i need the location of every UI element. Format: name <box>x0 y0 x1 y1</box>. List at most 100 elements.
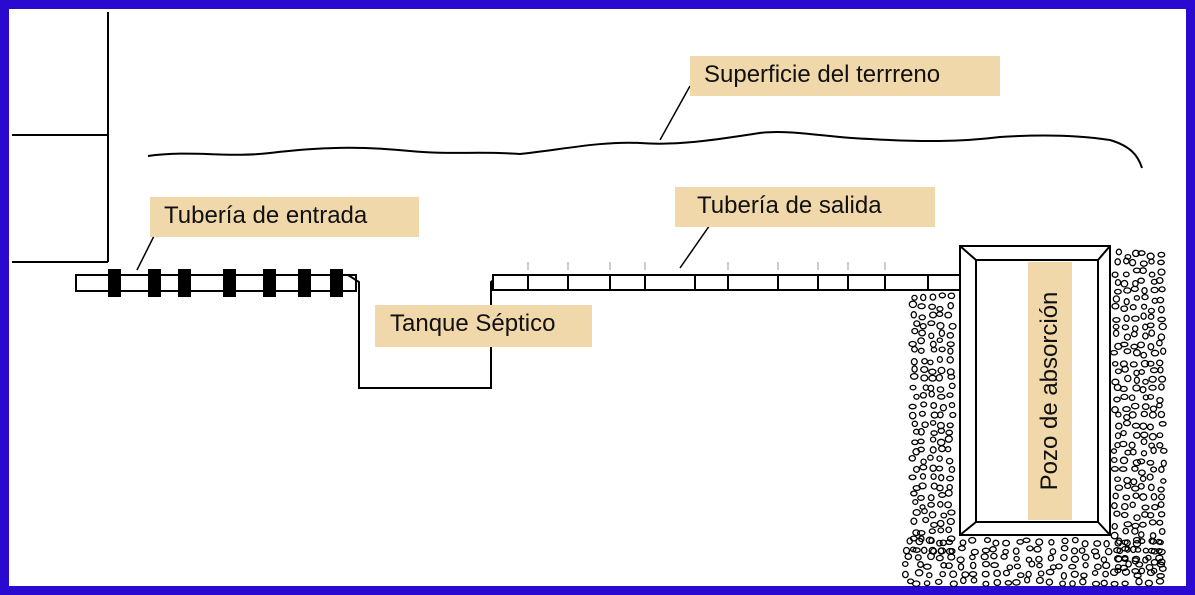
gravel-pebble <box>1036 562 1043 569</box>
gravel-pebble <box>1156 339 1163 347</box>
gravel-pebble <box>1133 369 1140 377</box>
gravel-pebble <box>946 341 955 348</box>
gravel-pebble <box>956 556 965 564</box>
gravel-pebble <box>1114 278 1122 287</box>
outlet-pipe-label: Tubería de salida <box>675 187 935 227</box>
gravel-pebble <box>1013 555 1020 562</box>
gravel-pebble <box>970 577 978 584</box>
gravel-pebble <box>1111 360 1119 367</box>
gravel-pebble <box>917 337 926 345</box>
gravel-pebble <box>947 347 954 355</box>
gravel-pebble <box>911 365 918 373</box>
gravel-pebble <box>1139 386 1147 394</box>
absorption-well-label: Pozo de absorción <box>1028 262 1072 520</box>
gravel-pebble <box>957 563 965 571</box>
gravel-pebble <box>1122 406 1131 413</box>
gravel-pebble <box>911 439 919 446</box>
gravel-pebble <box>946 483 953 491</box>
gravel-pebble <box>912 498 919 506</box>
gravel-pebble <box>1130 478 1138 486</box>
gravel-pebble <box>917 446 925 453</box>
gravel-pebble <box>1140 438 1148 446</box>
gravel-pebble <box>936 438 946 447</box>
gravel-pebble <box>1136 341 1146 349</box>
gravel-pebble <box>1110 456 1118 464</box>
gravel-pebble <box>1141 504 1150 511</box>
gravel-pebble <box>949 570 958 579</box>
gravel-pebble <box>1146 360 1155 367</box>
gravel-pebble <box>1132 279 1139 288</box>
gravel-pebble <box>1139 267 1147 275</box>
gravel-pebble <box>1142 332 1149 340</box>
gravel-pebble <box>1120 511 1129 519</box>
gravel-pebble <box>912 508 921 517</box>
gravel-pebble <box>909 372 919 380</box>
gravel-pebble <box>1048 539 1055 546</box>
gravel-pebble <box>1055 563 1063 570</box>
gravel-pebble <box>1142 547 1150 554</box>
gravel-pebble <box>910 357 918 366</box>
gravel-pebble <box>980 553 989 561</box>
gravel-pebble <box>1131 325 1139 333</box>
ground-surface-label: Superficie del terrreno <box>690 56 1000 96</box>
gravel-pebble <box>1145 554 1152 561</box>
gravel-pebble <box>920 401 928 408</box>
gravel-pebble <box>1155 554 1164 562</box>
gravel-pebble <box>1119 440 1128 448</box>
gravel-pebble <box>1070 570 1079 578</box>
gravel-pebble <box>1160 347 1167 355</box>
gravel-pebble <box>948 402 956 409</box>
gravel-pebble <box>1148 271 1156 278</box>
gravel-pebble <box>1155 577 1165 585</box>
gravel-pebble <box>1156 296 1165 304</box>
inlet-pipe-joint <box>223 269 236 297</box>
gravel-pebble <box>1140 431 1149 439</box>
gravel-pebble <box>1128 441 1136 449</box>
gravel-pebble <box>908 411 917 420</box>
gravel-pebble <box>937 501 944 508</box>
gravel-pebble <box>1110 349 1119 356</box>
gravel-pebble <box>1140 303 1148 310</box>
gravel-pebble <box>1146 459 1155 466</box>
gravel-pebble <box>1140 312 1147 320</box>
gravel-pebble <box>1112 295 1121 303</box>
gravel-pebble <box>1120 305 1129 313</box>
gravel-pebble <box>1004 580 1013 586</box>
gravel-pebble <box>1122 419 1132 427</box>
gravel-pebble <box>1150 492 1158 501</box>
gravel-pebble <box>968 536 977 544</box>
gravel-pebble <box>1022 537 1031 544</box>
gravel-pebble <box>911 345 918 353</box>
gravel-pebble <box>982 580 990 588</box>
gravel-pebble <box>1123 298 1130 306</box>
gravel-pebble <box>1158 421 1167 427</box>
gravel-pebble <box>935 554 944 562</box>
gravel-pebble <box>919 322 927 330</box>
gravel-pebble <box>1150 286 1159 294</box>
gravel-pebble <box>1158 465 1165 474</box>
gravel-pebble <box>938 445 946 453</box>
gravel-pebble <box>917 438 925 445</box>
gravel-pebble <box>990 552 998 560</box>
gravel-pebble <box>1131 315 1140 322</box>
gravel-pebble <box>1120 279 1129 288</box>
gravel-pebble <box>1112 323 1120 330</box>
gravel-pebble <box>911 294 918 301</box>
gravel-pebble <box>1124 482 1132 490</box>
gravel-pebble <box>969 561 977 570</box>
gravel-pebble <box>930 402 938 409</box>
gravel-pebble <box>1132 384 1141 392</box>
gravel-pebble <box>919 473 927 480</box>
gravel-pebble <box>1071 536 1079 544</box>
gravel-pebble <box>1129 448 1137 456</box>
gravel-pebble <box>959 576 967 585</box>
gravel-pebble <box>1111 522 1118 530</box>
gravel-pebble <box>1112 492 1119 500</box>
absorption-well-label-text: Pozo de absorción <box>1036 291 1063 491</box>
gravel-pebble <box>908 300 918 309</box>
gravel-pebble <box>1130 330 1138 338</box>
gravel-pebble <box>1115 422 1123 430</box>
gravel-pebble <box>1123 521 1133 528</box>
gravel-pebble <box>1156 402 1163 409</box>
gravel-pebble <box>1129 501 1136 509</box>
